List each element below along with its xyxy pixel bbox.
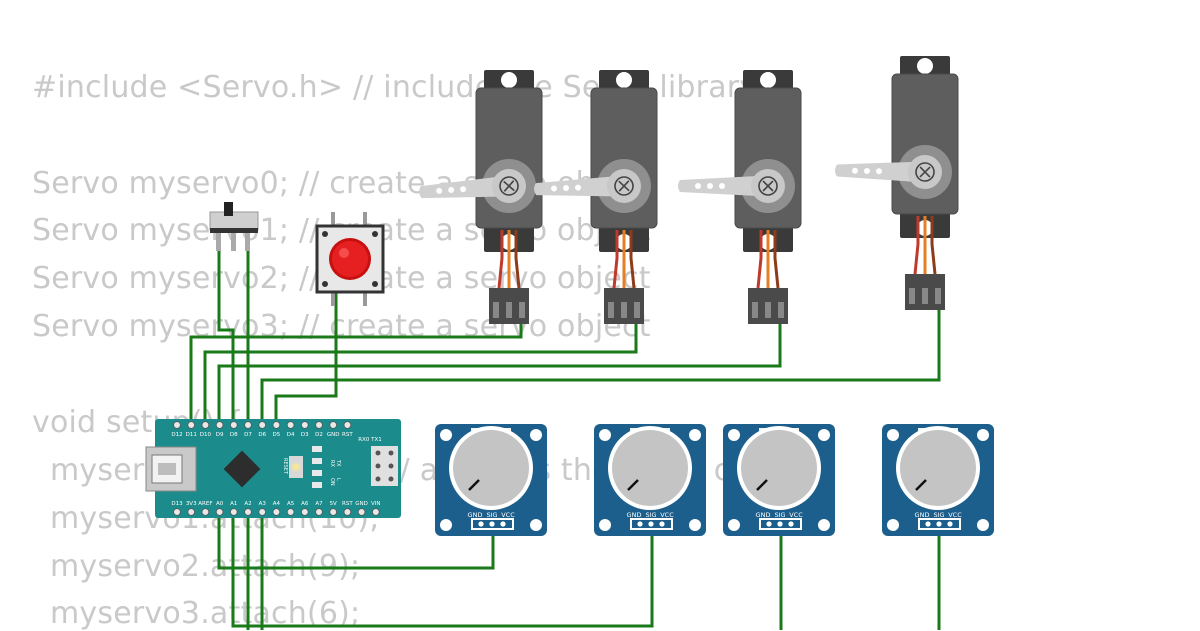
- nano-pin-label: A2: [244, 501, 251, 507]
- servo-2[interactable]: [677, 68, 803, 326]
- nano-pin-d6[interactable]: [258, 421, 267, 429]
- tx-label: TX: [335, 459, 341, 467]
- potentiometer-0[interactable]: [433, 422, 549, 538]
- nano-pin-d10[interactable]: [201, 421, 210, 429]
- nano-pin-3v3[interactable]: [187, 508, 196, 516]
- wires: [189, 250, 941, 630]
- nano-pin-label: A1: [230, 501, 237, 507]
- nano-pin-label: D7: [244, 432, 252, 438]
- servo-1[interactable]: [532, 68, 659, 326]
- potentiometer-1[interactable]: [592, 422, 708, 538]
- nano-pin-label: D12: [171, 432, 182, 438]
- nano-pin-label: A5: [287, 501, 295, 507]
- servo-0[interactable]: [417, 68, 544, 326]
- nano-pin-label: A4: [273, 501, 281, 507]
- nano-pin-label: D9: [216, 432, 224, 438]
- pot-label-vcc: VCC: [789, 511, 803, 519]
- rx-label: RX: [329, 460, 335, 467]
- pot-label-gnd: GND: [756, 511, 771, 519]
- nano-pin-d4[interactable]: [286, 421, 295, 429]
- nano-pin-d13[interactable]: [173, 508, 181, 516]
- pot-label-gnd: GND: [468, 511, 483, 519]
- nano-pin-a6[interactable]: [300, 508, 309, 516]
- nano-pin-label: GND: [355, 501, 368, 507]
- nano-pin-label: RST: [342, 501, 353, 507]
- nano-pin-label: D11: [186, 432, 197, 438]
- nano-pin-label: 5V: [330, 501, 337, 507]
- nano-pin-label: D3: [301, 432, 309, 438]
- nano-pin-label: 3V3: [186, 501, 197, 507]
- nano-pin-label: D6: [258, 432, 266, 438]
- nano-pin-d9[interactable]: [215, 421, 224, 429]
- pot-label-vcc: VCC: [501, 511, 515, 519]
- pot-label-sig: SIG: [486, 511, 497, 519]
- nano-pin-label: A3: [259, 501, 267, 507]
- nano-pin-d11[interactable]: [187, 421, 196, 429]
- pot-label-vcc: VCC: [660, 511, 674, 519]
- nano-pin-a4[interactable]: [272, 508, 281, 516]
- nano-pin-label: D2: [315, 432, 323, 438]
- nano-pin-d7[interactable]: [244, 421, 252, 429]
- nano-pin-a7[interactable]: [315, 508, 323, 516]
- nano-pin-label: D5: [273, 432, 281, 438]
- potentiometer-2[interactable]: [721, 422, 837, 538]
- servo-3[interactable]: [833, 54, 960, 312]
- nano-pin-rst[interactable]: [343, 421, 352, 429]
- nano-pin-label: A0: [216, 501, 224, 507]
- nano-pin-a2[interactable]: [244, 508, 252, 516]
- nano-pin-d8[interactable]: [230, 421, 238, 429]
- nano-pin-label: AREF: [198, 501, 212, 507]
- nano-pin-a5[interactable]: [286, 508, 295, 516]
- nano-pin-d3[interactable]: [300, 421, 309, 429]
- nano-pin-label: VIN: [371, 501, 381, 507]
- pot-label-gnd: GND: [915, 511, 930, 519]
- rx-tx-label: RX0 TX1: [358, 437, 381, 443]
- slide-switch[interactable]: [209, 202, 259, 251]
- pot-label-gnd: GND: [627, 511, 642, 519]
- nano-pin-gnd[interactable]: [329, 421, 338, 429]
- nano-pin-aref[interactable]: [201, 508, 210, 516]
- nano-pin-rst[interactable]: [343, 508, 352, 516]
- nano-pin-label: GND: [327, 432, 340, 438]
- nano-pin-a0[interactable]: [215, 508, 224, 516]
- nano-pin-label: A7: [315, 501, 323, 507]
- nano-pin-d2[interactable]: [315, 421, 323, 429]
- nano-pin-a3[interactable]: [258, 508, 267, 516]
- reset-label: RESET: [282, 458, 288, 475]
- nano-pin-label: D8: [230, 432, 238, 438]
- l-label: L: [335, 478, 341, 481]
- pot-label-sig: SIG: [933, 511, 944, 519]
- nano-pin-5v[interactable]: [329, 508, 338, 516]
- nano-pin-gnd[interactable]: [357, 508, 366, 516]
- nano-pin-d12[interactable]: [173, 421, 181, 429]
- nano-pin-d5[interactable]: [272, 421, 281, 429]
- nano-pin-label: RST: [342, 432, 353, 438]
- pot-label-sig: SIG: [645, 511, 656, 519]
- nano-pin-vin[interactable]: [371, 508, 380, 516]
- nano-pin-a1[interactable]: [230, 508, 238, 516]
- pot-label-vcc: VCC: [948, 511, 962, 519]
- nano-pin-label: D13: [171, 501, 183, 507]
- potentiometer-3[interactable]: [880, 422, 996, 538]
- pot-label-sig: SIG: [774, 511, 785, 519]
- nano-pin-label: D10: [200, 432, 212, 438]
- nano-pin-label: D4: [287, 432, 295, 438]
- nano-pin-label: A6: [301, 501, 309, 507]
- on-label: ON: [329, 478, 335, 486]
- push-button[interactable]: [315, 212, 385, 306]
